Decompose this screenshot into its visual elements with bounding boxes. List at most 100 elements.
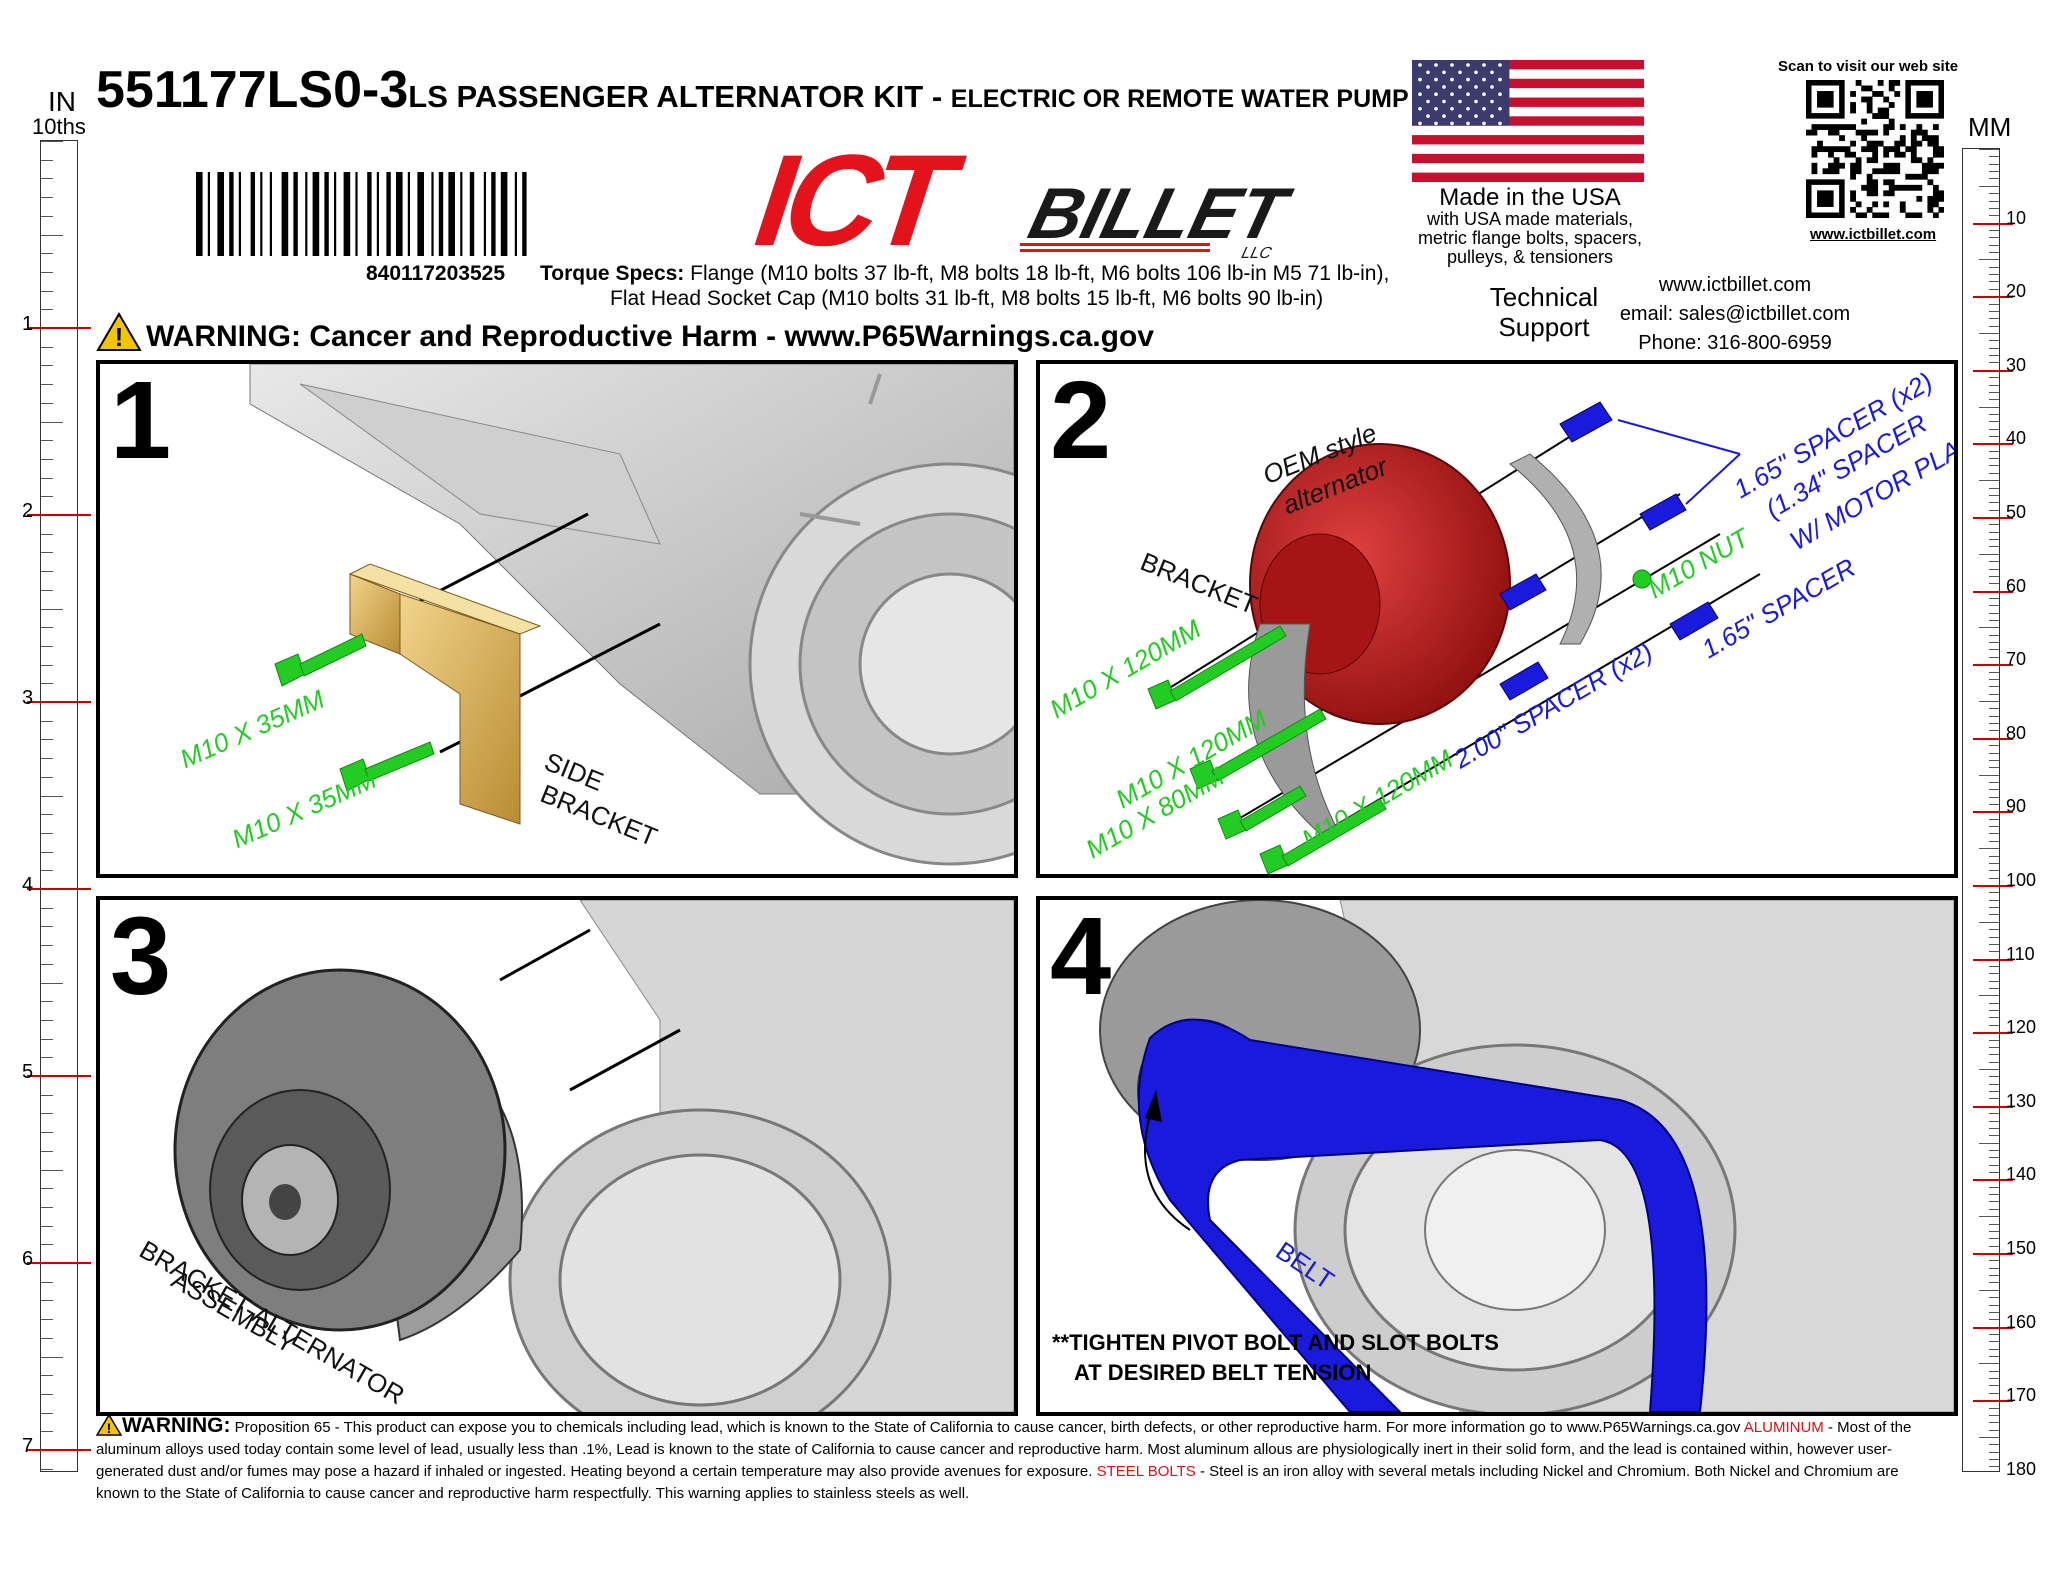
- ruler-tick: [1989, 384, 1999, 386]
- mm-number: 170: [2006, 1385, 2037, 1406]
- ruler-tick: [1989, 531, 1999, 533]
- ruler-tick: [41, 1393, 53, 1395]
- ruler-tick: [1989, 1319, 1999, 1321]
- steel-bolts-label: STEEL BOLTS: [1096, 1463, 1196, 1480]
- ruler-tick: [1979, 848, 1999, 850]
- ruler-tick: [1989, 450, 1999, 452]
- ruler-tick: [1989, 303, 1999, 305]
- ruler-tick: [1989, 575, 1999, 577]
- step-1-panel: 1 M10 X 35MM M10 X 35MM SIDE BRACKET: [96, 360, 1018, 878]
- step-2-number: 2: [1050, 360, 1112, 482]
- ruler-tick: [41, 907, 53, 909]
- qr-url-link[interactable]: www.ictbillet.com: [1810, 226, 1937, 243]
- ruler-tick: [41, 982, 63, 984]
- ruler-tick: [1989, 1378, 1999, 1380]
- ruler-tick: [1989, 1238, 1999, 1240]
- footer-warning: ! WARNING: Proposition 65 - This product…: [95, 1413, 1926, 1505]
- mm-number: 160: [2006, 1311, 2037, 1332]
- ruler-tick: [1989, 789, 1999, 791]
- ruler-tick: [1973, 517, 2013, 519]
- ruler-tick: [1989, 347, 1999, 349]
- step-3-illustration: [173, 900, 1014, 1412]
- ruler-tick: [1979, 1142, 1999, 1144]
- ruler-tick: [41, 814, 53, 816]
- ruler-tick: [41, 197, 53, 199]
- ruler-tick: [27, 888, 91, 890]
- made-in-usa: Made in the USA: [1439, 184, 1621, 211]
- ruler-tick: [1989, 1245, 1999, 1247]
- ruler-tick: [41, 945, 53, 947]
- ruler-tick: [1989, 355, 1999, 357]
- ruler-tick: [1989, 965, 1999, 967]
- ruler-tick: [41, 253, 53, 255]
- ruler-tick: [41, 851, 53, 853]
- ruler-tick: [1989, 723, 1999, 725]
- ruler-tick: [1989, 936, 1999, 938]
- torque-line-1: Flange (M10 bolts 37 lb-ft, M8 bolts 18 …: [690, 262, 1390, 285]
- ruler-tick: [1989, 1223, 1999, 1225]
- ruler-tick: [1989, 340, 1999, 342]
- ruler-tick: [1989, 502, 1999, 504]
- kit-subtitle: ELECTRIC OR REMOTE WATER PUMP: [950, 85, 1409, 113]
- ruler-tick: [41, 458, 53, 460]
- ruler-tick: [1989, 465, 1999, 467]
- mm-number: 130: [2006, 1090, 2037, 1111]
- ruler-tick: [1989, 524, 1999, 526]
- ruler-tick: [1989, 951, 1999, 953]
- step-4-number: 4: [1050, 896, 1112, 1018]
- ruler-tick: [41, 1281, 53, 1283]
- ruler-tick: [1973, 222, 2013, 225]
- support-phone: Phone: 316-800-6959: [1638, 332, 1832, 354]
- kit-title: LS PASSENGER ALTERNATOR KIT -: [408, 79, 951, 114]
- ruler-tick: [41, 683, 53, 685]
- ruler-tick: [41, 477, 53, 479]
- ruler-tick: [41, 496, 53, 498]
- ruler-tick: [1989, 413, 1999, 415]
- ruler-tick: [1989, 907, 1999, 909]
- ruler-tick: [1989, 472, 1999, 474]
- ruler-tick: [1973, 737, 2013, 740]
- ruler-tick: [1989, 362, 1999, 364]
- ruler-tick: [1989, 708, 1999, 710]
- part-number: 551177LS0-3: [96, 61, 409, 119]
- mm-number: 110: [2006, 943, 2035, 964]
- ruler-tick: [41, 608, 63, 610]
- ruler-tick: [1989, 877, 1999, 879]
- ruler-tick: [1989, 1370, 1999, 1372]
- svg-text:BILLET: BILLET: [1022, 174, 1299, 254]
- ruler-tick: [1989, 1024, 1999, 1026]
- ruler-tick: [1989, 1260, 1999, 1262]
- ruler-tick: [1989, 752, 1999, 754]
- ruler-tick: [1989, 163, 1999, 165]
- ruler-tick: [1989, 730, 1999, 732]
- mm-number: 50: [2006, 502, 2027, 522]
- ruler-tick: [1973, 664, 2013, 667]
- footer-text-1: Proposition 65 - This product can expose…: [230, 1419, 1744, 1436]
- qr-code-icon[interactable]: [1806, 80, 1944, 218]
- ruler-tick: [1989, 1356, 1999, 1358]
- ruler-tick: [1989, 458, 1999, 460]
- ruler-tick: [1979, 774, 1999, 776]
- ruler-tick: [1989, 200, 1999, 202]
- ruler-tick: [1989, 539, 1999, 541]
- ruler-tick: [1973, 1326, 2013, 1329]
- ruler-tick: [1989, 252, 1999, 254]
- ruler-tick: [1989, 509, 1999, 511]
- ruler-tick: [1989, 1466, 1999, 1468]
- ruler-tick: [41, 720, 53, 722]
- ruler-tick: [41, 776, 53, 778]
- ruler-tick: [41, 1375, 53, 1377]
- mm-number: 40: [2006, 428, 2027, 449]
- ruler-tick: [41, 1244, 53, 1246]
- ruler-tick: [1989, 818, 1999, 820]
- ruler-tick: [41, 926, 53, 928]
- ruler-tick: [41, 440, 53, 442]
- ruler-tick: [1989, 487, 1999, 489]
- step-3-panel: 3 BRACKET-ALTERNATOR ASSEMBLY: [96, 896, 1018, 1416]
- support-email-link[interactable]: email: sales@ictbillet.com: [1619, 303, 1851, 325]
- support-website-link[interactable]: www.ictbillet.com: [1658, 274, 1812, 296]
- svg-text:LLC: LLC: [1240, 244, 1274, 260]
- ruler-tick: [1989, 1046, 1999, 1048]
- ruler-tick: [1979, 1437, 1999, 1438]
- ruler-tick: [1989, 899, 1999, 901]
